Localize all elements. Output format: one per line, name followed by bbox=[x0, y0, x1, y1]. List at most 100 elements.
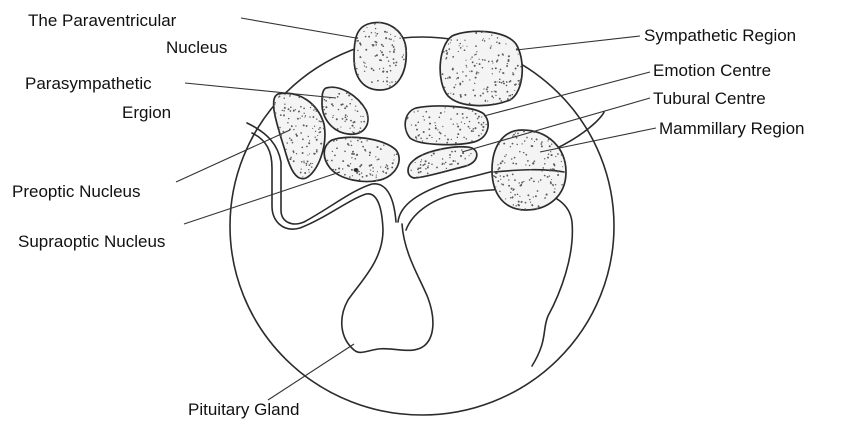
stipple-dot bbox=[376, 146, 378, 148]
stipple-dot bbox=[375, 35, 376, 36]
stipple-dot bbox=[518, 201, 520, 203]
stipple-dot bbox=[348, 144, 350, 146]
stipple-dot bbox=[561, 184, 563, 186]
stipple-dot bbox=[450, 118, 451, 119]
stipple-dot bbox=[372, 175, 373, 176]
stipple-dot bbox=[356, 68, 358, 70]
stipple-dot bbox=[469, 79, 470, 80]
stipple-dot bbox=[320, 143, 322, 145]
stipple-dot bbox=[461, 149, 462, 150]
stipple-dot bbox=[370, 174, 371, 175]
stipple-dot bbox=[377, 159, 378, 160]
stipple-dot bbox=[359, 165, 361, 167]
stipple-dot bbox=[466, 65, 467, 66]
stipple-dot bbox=[415, 162, 416, 163]
stipple-dot bbox=[451, 139, 452, 140]
stipple-dot bbox=[331, 103, 333, 105]
stipple-dot bbox=[491, 68, 493, 70]
stipple-dot bbox=[482, 67, 483, 68]
stipple-dot bbox=[434, 122, 435, 123]
stipple-dot bbox=[415, 136, 417, 138]
stipple-dot bbox=[336, 118, 338, 120]
stipple-dot bbox=[388, 60, 389, 61]
stipple-dot bbox=[386, 57, 388, 59]
stipple-dot bbox=[450, 42, 451, 43]
stipple-dot bbox=[332, 126, 334, 128]
stipple-dot bbox=[352, 131, 353, 132]
stipple-dot bbox=[372, 167, 374, 169]
stipple-dot bbox=[500, 69, 502, 71]
stipple-dot bbox=[491, 45, 492, 46]
stipple-dot bbox=[307, 160, 309, 162]
stipple-dot bbox=[510, 80, 512, 82]
stipple-dot bbox=[325, 106, 327, 108]
stipple-dot bbox=[536, 207, 538, 209]
stipple-dot bbox=[320, 121, 322, 123]
stipple-dot bbox=[550, 181, 552, 183]
stipple-dot bbox=[287, 122, 289, 124]
nuclei-group bbox=[274, 22, 566, 211]
stipple-dot bbox=[495, 186, 496, 187]
stipple-dot bbox=[403, 59, 405, 61]
stipple-dot bbox=[514, 194, 516, 196]
stipple-dot bbox=[446, 53, 447, 54]
stipple-dot bbox=[510, 146, 511, 147]
stipple-dot bbox=[531, 145, 533, 147]
stipple-dot bbox=[507, 63, 508, 64]
stipple-dot bbox=[416, 129, 418, 131]
stipple-dot bbox=[531, 204, 533, 206]
stipple-dot bbox=[411, 124, 412, 125]
stipple-dot bbox=[366, 140, 367, 141]
stipple-dot bbox=[515, 132, 516, 133]
stipple-dot bbox=[462, 45, 463, 46]
stipple-dot bbox=[479, 59, 480, 60]
stipple-dot bbox=[499, 191, 501, 193]
label-preoptic-nucleus: Preoptic Nucleus bbox=[12, 182, 141, 201]
stipple-dot bbox=[382, 171, 384, 173]
stipple-dot bbox=[411, 162, 412, 163]
stipple-dot bbox=[303, 160, 304, 161]
stipple-dot bbox=[331, 87, 332, 88]
stipple-dot bbox=[327, 143, 329, 145]
stipple-dot bbox=[308, 136, 309, 137]
stipple-dot bbox=[324, 99, 326, 101]
stipple-dot bbox=[514, 157, 516, 159]
stipple-dot bbox=[289, 138, 291, 140]
stipple-dot bbox=[350, 120, 352, 122]
stipple-dot bbox=[446, 168, 447, 169]
stipple-dot bbox=[541, 145, 543, 147]
stipple-dot bbox=[342, 160, 344, 162]
stipple-dot bbox=[371, 81, 373, 83]
stipple-dot bbox=[361, 141, 363, 143]
stipple-dot bbox=[488, 61, 490, 63]
stipple-dot bbox=[420, 171, 422, 173]
stipple-dot bbox=[360, 44, 362, 46]
stipple-dot bbox=[395, 28, 397, 30]
stipple-dot bbox=[491, 95, 493, 97]
stipple-dot bbox=[447, 139, 449, 141]
stipple-dot bbox=[385, 172, 387, 174]
stipple-dot bbox=[487, 101, 488, 102]
stipple-dot bbox=[481, 31, 483, 33]
stipple-dot bbox=[516, 137, 518, 139]
stipple-dot bbox=[309, 153, 310, 154]
stipple-dot bbox=[418, 171, 420, 173]
stipple-dot bbox=[375, 156, 376, 157]
stipple-dot bbox=[518, 182, 519, 183]
stipple-dot bbox=[284, 107, 286, 109]
stipple-dot bbox=[312, 128, 313, 129]
stipple-dot bbox=[393, 62, 395, 64]
stipple-dot bbox=[456, 72, 458, 74]
stipple-dot bbox=[549, 175, 550, 176]
stipple-dot bbox=[304, 117, 305, 118]
stipple-dot bbox=[395, 81, 396, 82]
stipple-dot bbox=[534, 160, 535, 161]
stipple-dot bbox=[362, 146, 364, 148]
stipple-dot bbox=[386, 71, 388, 73]
stipple-dot bbox=[364, 149, 366, 151]
stipple-dot bbox=[292, 142, 294, 144]
stipple-dot bbox=[517, 204, 519, 206]
stipple-dot bbox=[542, 167, 544, 169]
stipple-dot bbox=[304, 113, 305, 114]
paraventricular-nucleus bbox=[354, 22, 406, 90]
